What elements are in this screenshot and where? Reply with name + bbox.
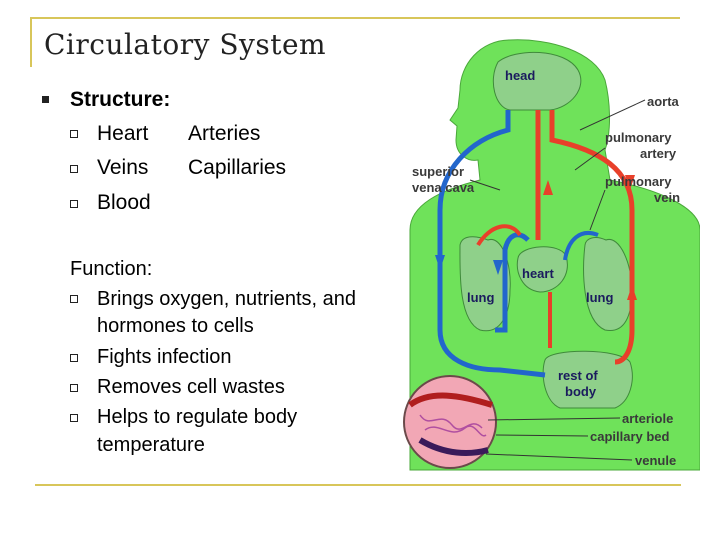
slide-title: Circulatory System [44,28,327,61]
label-vein: vein [654,190,680,205]
function-item: Removes cell wastes [97,376,285,398]
label-aorta: aorta [647,94,680,109]
frame-top-line [30,17,680,19]
function-item: Fights infection [97,346,232,368]
label-body: body [565,384,597,399]
structure-bullet [42,96,49,103]
structure-heading: Structure: [70,88,171,111]
venule-vessel [418,437,489,456]
vein-vessel [495,232,530,333]
function-item-continued: hormones to cells [97,315,254,337]
leader-line [574,147,606,171]
label-artery: artery [640,146,677,161]
structure-item: Heart [97,122,149,145]
hollow-bullet [70,414,78,422]
rest-of-body-organ [542,350,633,409]
pulmonary-vein-vessel [563,231,599,261]
structure-item: Arteries [188,122,261,145]
function-item-continued: temperature [97,434,205,456]
function-heading: Function: [70,258,153,280]
vena-cava-vessel [437,110,546,378]
heart-organ [516,246,568,293]
frame-bottom-line [35,484,681,486]
label-pulmonary-artery: pulmonary [605,130,672,145]
capillary-vessel [419,414,483,430]
label-heart: heart [522,266,554,281]
aorta-vessel [549,110,635,365]
label-lung-right: lung [586,290,613,305]
hollow-bullet [70,295,78,303]
label-pulmonary-vein: pulmonary [605,174,672,189]
label-capillary-bed: capillary bed [590,429,670,444]
circulatory-diagram: head lung lung heart rest of body aorta … [403,39,700,471]
arrow-up-icon [543,180,553,195]
leader-line [495,434,589,437]
arrow-up-icon [627,285,637,300]
leader-line [589,189,606,231]
label-vena-cava: vena cava [412,180,475,195]
hollow-bullet [70,130,78,138]
arteriole-vessel [408,392,493,408]
structure-item: Capillaries [188,156,287,179]
arrow-down-icon [625,175,635,190]
leader-line [487,417,621,421]
label-rest-of: rest of [558,368,598,383]
hollow-bullet [70,354,78,362]
function-item: Brings oxygen, nutrients, and [97,288,357,310]
head-organ [492,51,582,111]
capillary-vessel [424,425,487,437]
label-arteriole: arteriole [622,411,673,426]
function-item: Helps to regulate body [97,406,298,428]
label-lung-left: lung [467,290,494,305]
pulmonary-artery-vessel [476,224,522,247]
structure-item: Veins [97,156,149,179]
leader-line [469,179,501,191]
leader-line [579,99,646,131]
hollow-bullet [70,200,78,208]
label-superior: superior [412,164,464,179]
frame-left-line [30,17,32,67]
arrow-down-icon [435,255,445,270]
hollow-bullet [70,165,78,173]
label-venule: venule [635,453,676,468]
leader-line [485,453,633,461]
arrow-down-icon [493,260,503,275]
label-head: head [505,68,535,83]
structure-item: Blood [97,191,151,214]
hollow-bullet [70,384,78,392]
